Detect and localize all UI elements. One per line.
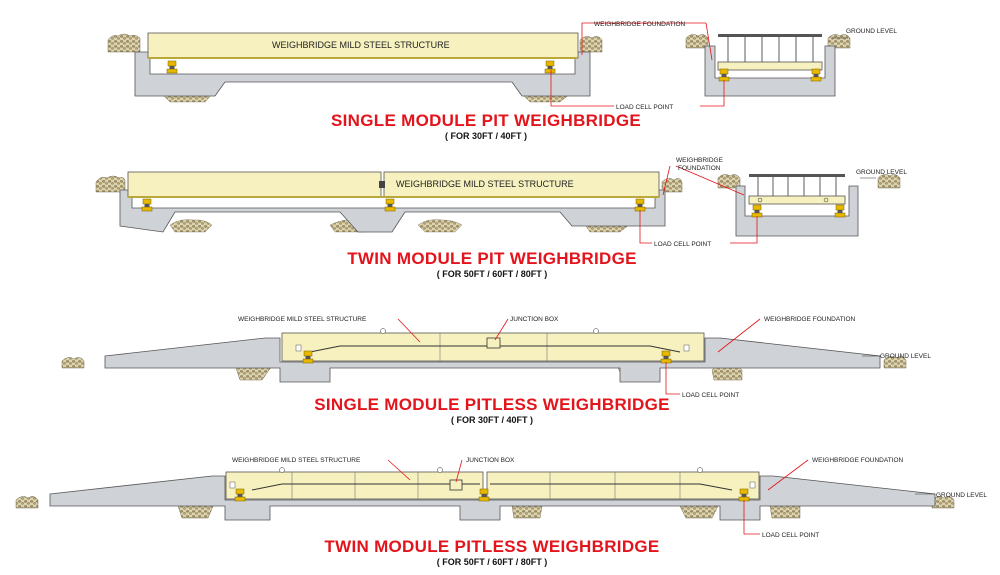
junction-box	[486, 337, 501, 349]
foundation-label-2: FOUNDATION	[678, 165, 721, 172]
load-cell-icon	[751, 204, 763, 218]
section-title: TWIN MODULE PITLESS WEIGHBRIDGE	[324, 537, 659, 556]
side-beam	[748, 195, 846, 205]
load-cell-label: LOAD CELL POINT	[616, 104, 673, 111]
pit-side-foundation	[704, 45, 836, 97]
load-cell-icon	[634, 198, 646, 212]
ground-level-label: GROUND LEVEL	[880, 353, 931, 360]
ground-level-label: GROUND LEVEL	[936, 492, 987, 499]
section-subtitle: ( FOR 30FT / 40FT )	[451, 415, 533, 425]
load-cell-icon	[718, 68, 730, 82]
load-cell-icon	[810, 68, 822, 82]
section-title: SINGLE MODULE PIT WEIGHBRIDGE	[331, 111, 641, 130]
junction-box-label: JUNCTION BOX	[466, 457, 515, 464]
section-subtitle: ( FOR 50FT / 60FT / 80FT )	[437, 269, 548, 279]
section-twin-pitless: WEIGHBRIDGE MILD STEEL STRUCTURE JUNCTIO…	[15, 457, 987, 567]
foundation-label: WEIGHBRIDGE	[676, 157, 724, 164]
load-cell-label: LOAD CELL POINT	[762, 532, 819, 539]
load-cell-icon	[544, 60, 556, 74]
load-cell-label: LOAD CELL POINT	[682, 392, 739, 399]
gravel-left	[107, 33, 141, 53]
load-cell-icon	[141, 198, 153, 212]
load-cell-icon	[384, 198, 396, 212]
pit-foundation	[134, 51, 591, 97]
pitless-foundation	[49, 475, 936, 521]
junction-box-label: JUNCTION BOX	[510, 316, 559, 323]
load-cell-icon	[166, 60, 178, 74]
junction-box	[449, 479, 463, 491]
section-title: SINGLE MODULE PITLESS WEIGHBRIDGE	[314, 395, 670, 414]
pitless-foundation	[104, 337, 881, 383]
structure-label: WEIGHBRIDGE MILD STEEL STRUCTURE	[396, 179, 574, 189]
side-deck-top	[718, 34, 822, 37]
load-cell-label: LOAD CELL POINT	[654, 241, 711, 248]
structure-label: WEIGHBRIDGE MILD STEEL STRUCTURE	[272, 40, 450, 50]
foundation-label: WEIGHBRIDGE FOUNDATION	[594, 21, 686, 28]
section-twin-pit: WEIGHBRIDGE MILD STEEL STRUCTURE WEIGHBR…	[95, 157, 907, 279]
foundation-label: WEIGHBRIDGE FOUNDATION	[764, 316, 856, 323]
steel-deck	[147, 32, 579, 59]
ground-level-label: GROUND LEVEL	[856, 169, 907, 176]
structure-label: WEIGHBRIDGE MILD STEEL STRUCTURE	[232, 457, 361, 464]
foundation-label: WEIGHBRIDGE FOUNDATION	[812, 457, 904, 464]
steel-deck-1	[225, 471, 484, 500]
side-beam	[717, 61, 823, 71]
gravel-right	[579, 36, 603, 53]
steel-deck-1	[127, 171, 382, 198]
section-single-pit: WEIGHBRIDGE MILD STEEL STRUCTURE WEIGHBR…	[107, 21, 897, 141]
ground-level-label: GROUND LEVEL	[846, 28, 897, 35]
section-subtitle: ( FOR 50FT / 60FT / 80FT )	[437, 557, 548, 567]
section-single-pitless: WEIGHBRIDGE MILD STEEL STRUCTURE JUNCTIO…	[61, 316, 931, 425]
pit-side-foundation	[735, 185, 859, 237]
structure-label: WEIGHBRIDGE MILD STEEL STRUCTURE	[238, 316, 367, 323]
load-cell-icon	[834, 204, 846, 218]
section-title: TWIN MODULE PIT WEIGHBRIDGE	[347, 249, 637, 268]
steel-deck-2	[486, 471, 760, 500]
section-subtitle: ( FOR 30FT / 40FT )	[445, 131, 527, 141]
